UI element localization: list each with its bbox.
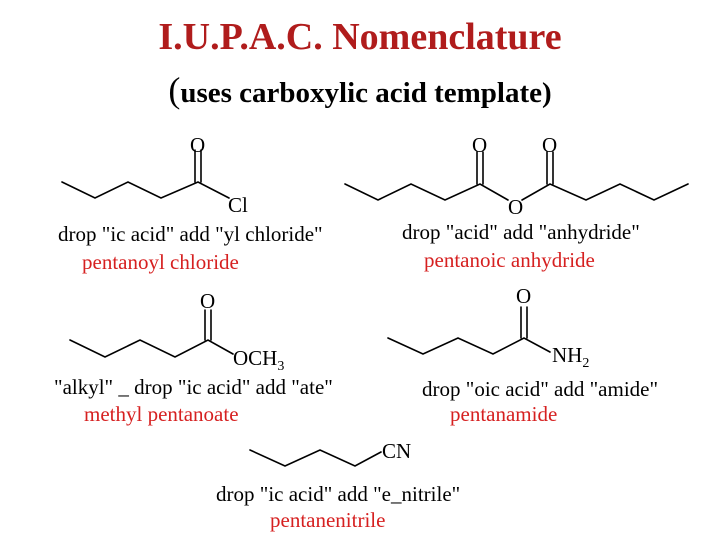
slide-title: I.U.P.A.C. Nomenclature [158, 16, 562, 58]
ester-methoxy-group: OCH3 [233, 346, 284, 374]
anhydride-rule: drop "acid" add "anhydride" [402, 220, 640, 244]
ester-structure: O OCH3 [69, 289, 284, 374]
acyl-chloride-structure: O Cl [61, 133, 248, 217]
anhydride-carbonyl-oxygen-right: O [542, 133, 557, 157]
ester-carbonyl-oxygen: O [200, 289, 215, 313]
subtitle-paren: ( [168, 70, 181, 110]
anhydride-chain-right [521, 183, 689, 201]
acyl-chloride-chlorine: Cl [228, 193, 248, 217]
amide-amino-label: NH [552, 343, 582, 367]
slide-subtitle: (uses carboxylic acid template) [0, 70, 720, 113]
amide-amino-group: NH2 [552, 343, 589, 371]
nitrile-name: pentanenitrile [270, 508, 386, 532]
anhydride-carbonyl-oxygen-left: O [472, 133, 487, 157]
subtitle-text: uses carboxylic acid template) [180, 77, 552, 109]
amide-name: pentanamide [450, 402, 558, 426]
ester-methoxy-label: OCH [233, 346, 277, 370]
ester-chain [69, 339, 234, 358]
amide-amino-subscript: 2 [582, 356, 589, 371]
amide-structure: O NH2 [387, 284, 589, 371]
acyl-chloride-name: pentanoyl chloride [82, 250, 239, 274]
acyl-chloride-carbonyl-oxygen: O [190, 133, 205, 157]
amide-chain [387, 337, 551, 355]
amide-rule: drop "oic acid" add "amide" [422, 377, 659, 401]
anhydride-structure: O O O [344, 133, 689, 219]
ester-rule: "alkyl" _ drop "ic acid" add "ate" [54, 375, 333, 399]
acyl-chloride-rule: drop "ic acid" add "yl chloride" [58, 222, 323, 246]
ester-name: methyl pentanoate [84, 402, 239, 426]
anhydride-bridge-oxygen: O [508, 195, 523, 219]
nitrile-structure: CN [249, 439, 411, 467]
amide-carbonyl-oxygen: O [516, 284, 531, 308]
anhydride-chain [344, 183, 509, 201]
nitrile-rule: drop "ic acid" add "e_nitrile" [216, 482, 461, 506]
acyl-chloride-chain [61, 181, 230, 199]
nitrile-cyano-group: CN [382, 439, 411, 463]
ester-methoxy-subscript: 3 [277, 359, 284, 374]
nitrile-chain [249, 449, 382, 467]
anhydride-name: pentanoic anhydride [424, 248, 595, 272]
